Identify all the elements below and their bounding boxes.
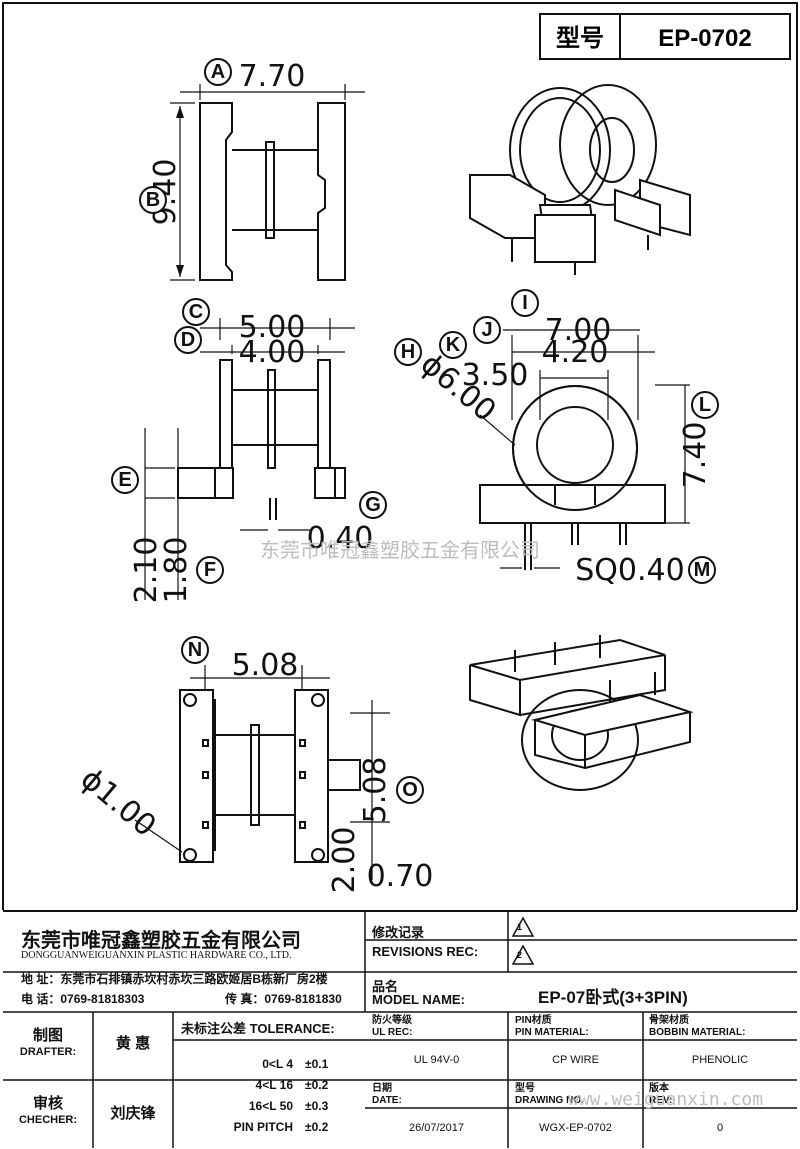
watermark-center: 东莞市唯冠鑫塑胶五金有限公司 [260, 538, 540, 562]
dim-n: 5.08 [232, 648, 299, 683]
drafter-label-en: DRAFTER: [19, 1046, 77, 1058]
dim-f: 1.80 [159, 537, 194, 604]
tolerance-rows: 0<L 4±0.1 4<L 16±0.2 16<L 50±0.3 PIN PIT… [193, 1054, 363, 1138]
callout-m: M [694, 559, 711, 581]
dim-070: 0.70 [367, 859, 434, 894]
drafter-label-cn: 制图 [32, 1027, 63, 1044]
dim-l: 7.40 [678, 422, 713, 489]
dim-m: SQ0.40 [575, 553, 684, 588]
checker-label-cn: 审核 [32, 1095, 63, 1112]
bottom-view [134, 665, 390, 880]
rev-value: 0 [716, 1122, 724, 1134]
drawing-border [2, 2, 798, 910]
company-name-en: DONGGUANWEIGUANXIN PLASTIC HARDWARE CO.,… [21, 950, 292, 961]
callout-a: A [211, 61, 225, 83]
iso-view-bottom [469, 635, 694, 791]
dim-dia: ϕ1.00 [74, 761, 163, 843]
tolerance-row: 0<L 4±0.1 [262, 1057, 329, 1071]
company-name-cn: 东莞市唯冠鑫塑胶五金有限公司 [21, 930, 301, 952]
bobbin-material-value: PHENOLIC [691, 1054, 749, 1066]
model-header-box: 型号 EP-0702 [539, 13, 791, 60]
revisions-label-cn: 修改记录 [372, 925, 425, 940]
dim-a: 7.70 [239, 59, 306, 94]
company-fax: 传 真：0769-8181830 [225, 990, 342, 1007]
revision-mark-1: 1 [517, 922, 523, 932]
dim-k: 3.50 [462, 358, 529, 393]
callout-e: E [118, 469, 131, 491]
dim-g: 0.40 [307, 521, 374, 556]
tolerance-title-en: TOLERANCE: [249, 1021, 335, 1036]
dim-c: 5.00 [239, 310, 306, 345]
address-label: 地 址： [21, 972, 61, 986]
tolerance-title-cn: 未标注公差 [181, 1021, 247, 1036]
tel-value: 0769-81818303 [60, 992, 145, 1006]
callout-letters: A B C D E F G H I J K L M N O [118, 61, 711, 801]
model-header-value: EP-0702 [658, 25, 751, 52]
dim-o: 5.08 [358, 757, 393, 824]
callout-h: H [401, 341, 415, 363]
tolerance-title: 未标注公差 TOLERANCE: [181, 1018, 335, 1037]
pin-material-value: CP WIRE [552, 1054, 599, 1066]
company-tel: 电 话：0769-81818303 [21, 990, 144, 1007]
model-name-label-cn: 品名 [372, 979, 399, 994]
model-header-label: 型号 [556, 25, 604, 52]
model-name-label-en: MODEL NAME: [372, 992, 465, 1007]
tolerance-row: 16<L 50±0.3 [248, 1099, 329, 1113]
callout-k: K [446, 334, 461, 356]
title-block: 东莞市唯冠鑫塑胶五金有限公司 DONGGUANWEIGUANXIN PLASTI… [3, 910, 797, 1148]
revision-mark-2: 2 [517, 950, 523, 960]
checker-name: 刘庆锋 [110, 1105, 156, 1122]
tolerance-row: PIN PITCH±0.2 [233, 1120, 329, 1134]
tolerance-row: 4<L 16±0.2 [255, 1078, 329, 1092]
revisions-label-en: REVISIONS REC: [372, 944, 479, 959]
callout-o: O [402, 779, 418, 801]
iso-view-top [469, 84, 691, 275]
side-view [479, 329, 690, 570]
callout-n: N [188, 639, 202, 661]
watermark-url: www.weiguanxin.com [568, 1089, 764, 1110]
dim-i: 7.00 [545, 313, 612, 348]
ul-rec-value: UL 94V-0 [413, 1054, 460, 1066]
address-value: 东莞市石排镇赤坎村赤坎三路欧姬居B栋新厂房2楼 [60, 972, 328, 986]
callout-j: J [481, 319, 492, 341]
dim-e: 2.10 [129, 537, 164, 604]
checker-label-en: CHECHER: [18, 1114, 78, 1126]
tel-label: 电 话： [21, 992, 61, 1006]
callout-f: F [204, 559, 216, 581]
dim-d: 4.00 [239, 335, 306, 370]
callout-c: C [189, 301, 203, 323]
date-value: 26/07/2017 [408, 1122, 465, 1134]
title-block-lines [3, 912, 797, 1148]
callout-l: L [699, 394, 711, 416]
drafter-name: 黄 惠 [115, 1035, 151, 1052]
model-name-value: EP-07卧式(3+3PIN) [538, 988, 688, 1007]
front-view [144, 318, 355, 600]
fax-label: 传 真： [225, 992, 265, 1006]
company-address: 地 址：东莞市石排镇赤坎村赤坎三路欧姬居B栋新厂房2楼 [21, 970, 328, 987]
callouts [111, 58, 719, 804]
callout-g: G [365, 494, 381, 516]
callout-b: B [146, 189, 160, 211]
dim-j: 4.20 [542, 335, 609, 370]
callout-i: I [522, 292, 528, 314]
dim-200: 2.00 [327, 827, 362, 894]
drawing-no-value: WGX-EP-0702 [539, 1122, 612, 1134]
callout-d: D [181, 329, 195, 351]
top-view [170, 84, 365, 281]
fax-value: 0769-8181830 [264, 992, 342, 1006]
engineering-drawing: 型号 EP-0702 7.70 9.40 [2, 2, 798, 910]
